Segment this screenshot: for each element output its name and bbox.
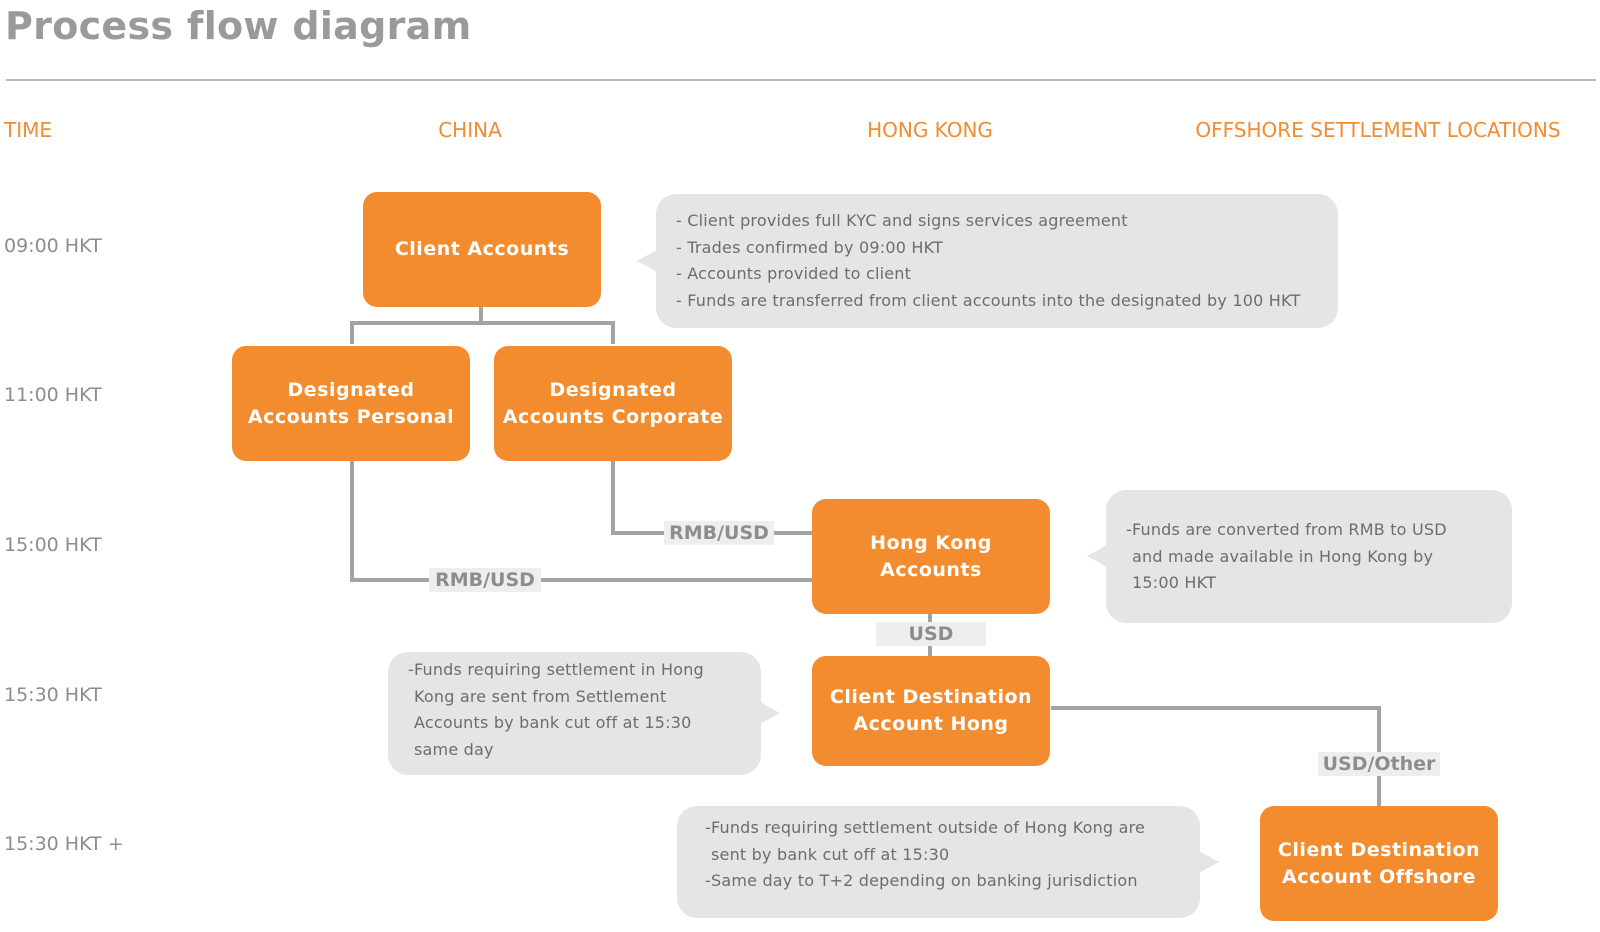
time-label-1100: 11:00 HKT [4,384,102,406]
connector-label-rmb-usd-corporate: RMB/USD [664,521,774,545]
note-offshore-line-2: sent by bank cut off at 15:30 [711,844,950,864]
note-conversion-line-1: -Funds are converted from RMB to USD [1126,520,1447,539]
note-offshore-settlement-pointer [1199,851,1219,873]
connector-personal-to-hk [350,461,812,582]
time-label-1530: 15:30 HKT [4,684,102,706]
note-offshore-settlement: -Funds requiring settlement outside of H… [677,806,1219,918]
note-offshore-line-1: -Funds requiring settlement outside of H… [705,818,1146,837]
connector-label-rmb-usd-personal: RMB/USD [429,568,541,592]
node-hong-kong-accounts-line-2: Accounts [880,558,982,581]
page-title: Process flow diagram [5,4,472,48]
note-hk-settlement-line-1: -Funds requiring settlement in Hong [408,660,704,679]
column-header-china: CHINA [438,118,502,142]
column-header-offshore: OFFSHORE SETTLEMENT LOCATIONS [1195,118,1561,142]
time-label-1530-plus: 15:30 HKT + [4,833,124,855]
connector-label-usd: USD [876,622,986,646]
node-client-dest-hong-line-2: Account Hong [853,713,1009,735]
note-conversion-pointer [1087,545,1107,567]
node-client-dest-offshore-line-1: Client Destination [1277,838,1481,861]
node-designated-accounts-corporate: Designated Accounts Corporate [494,346,732,461]
note-hk-settlement-line-3: Accounts by bank cut off at 15:30 [414,713,692,732]
node-designated-corporate-line-2: Accounts Corporate [502,405,724,428]
note-hk-settlement-line-2: Kong are sent from Settlement [414,686,667,706]
note-conversion-line-3: 15:00 HKT [1132,573,1217,592]
time-label-1500: 15:00 HKT [4,534,102,556]
note-hk-settlement-line-4: same day [414,739,494,759]
connector-client-to-designated [350,304,615,344]
node-hong-kong-accounts-line-1: Hong Kong [870,531,992,554]
note-kyc-line-3: - Accounts provided to client [676,264,912,283]
note-kyc-line-1: - Client provides full KYC and signs ser… [676,211,1128,230]
time-label-0900: 09:00 HKT [4,235,102,257]
note-conversion: -Funds are converted from RMB to USD and… [1087,490,1512,623]
node-designated-accounts-personal: Designated Accounts Personal [232,346,470,461]
node-client-accounts: Client Accounts [363,192,601,307]
note-kyc-line-2: - Trades confirmed by 09:00 HKT [676,237,944,257]
node-client-accounts-label: Client Accounts [394,238,570,260]
note-hk-settlement: -Funds requiring settlement in Hong Kong… [388,652,780,775]
note-offshore-line-3: -Same day to T+2 depending on banking ju… [705,871,1138,890]
note-conversion-line-2: and made available in Hong Kong by [1132,546,1434,566]
connector-label-usd-other: USD/Other [1318,752,1440,776]
node-designated-personal-line-2: Accounts Personal [247,405,455,428]
node-client-dest-offshore-line-2: Account Offshore [1282,865,1476,888]
node-hong-kong-accounts: Hong Kong Accounts [812,499,1050,614]
node-designated-personal-line-1: Designated [287,378,415,401]
node-client-destination-account-hong: Client Destination Account Hong [812,656,1050,766]
note-kyc-pointer [637,250,657,272]
node-designated-corporate-line-1: Designated [549,378,677,401]
node-client-destination-account-offshore: Client Destination Account Offshore [1260,806,1498,921]
note-hk-settlement-pointer [760,702,780,724]
note-kyc: - Client provides full KYC and signs ser… [637,194,1338,328]
title-divider [6,79,1596,81]
column-header-hong-kong: HONG KONG [867,118,993,142]
node-client-dest-hong-line-1: Client Destination [829,686,1033,708]
column-header-time: TIME [4,118,53,142]
note-kyc-line-4: - Funds are transferred from client acco… [676,290,1301,310]
